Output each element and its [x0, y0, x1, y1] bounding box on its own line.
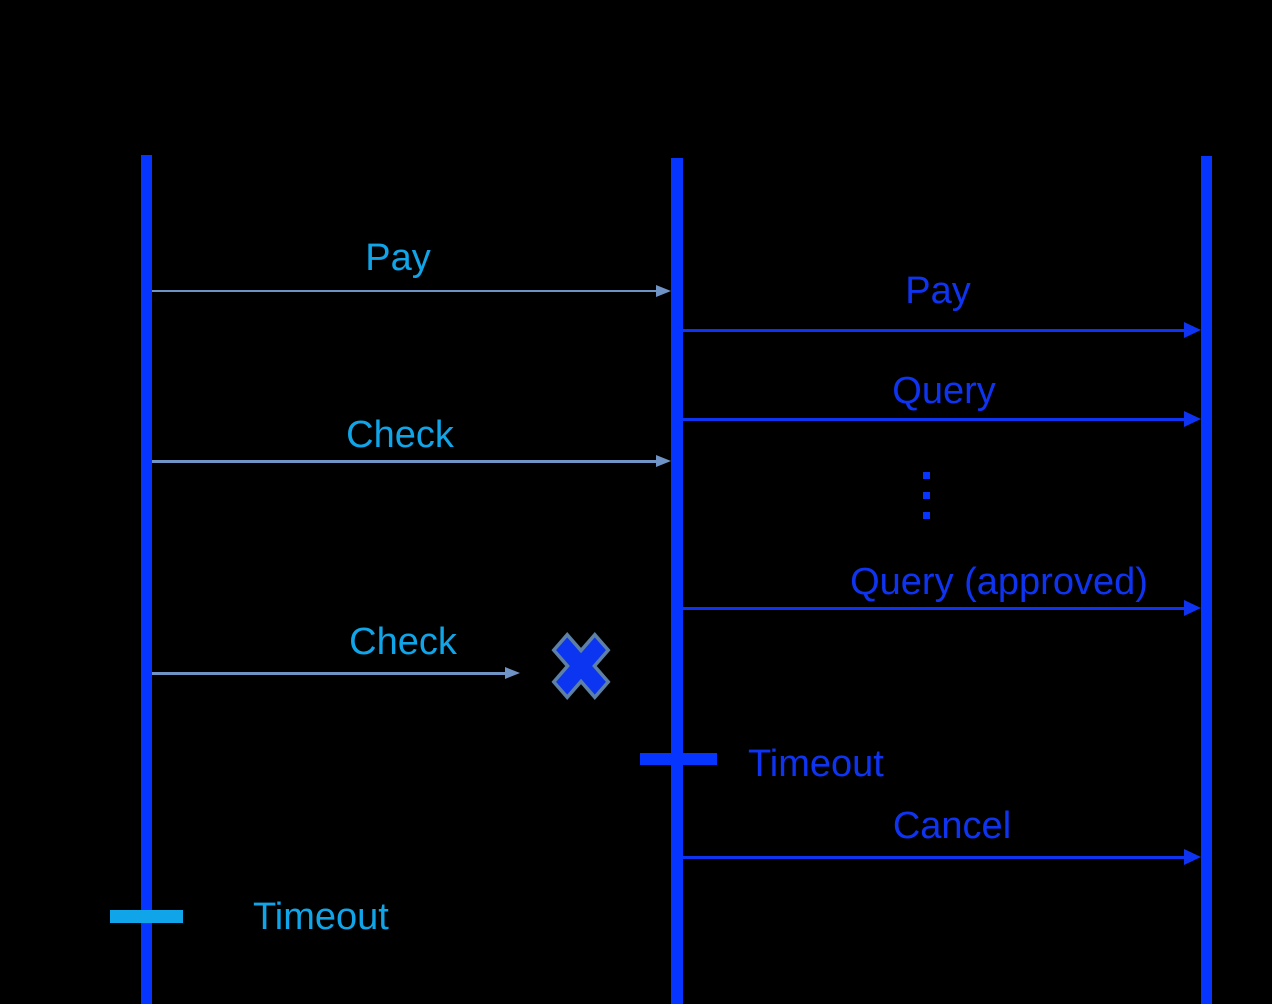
arrowhead-icon [1184, 600, 1201, 616]
ellipsis-dot [923, 512, 930, 519]
message-label-cancel: Cancel [892, 805, 1012, 847]
message-arrow-query [683, 417, 1184, 421]
message-arrow-query-approved [683, 606, 1184, 610]
lifeline-right [1201, 156, 1212, 1004]
message-label-pay-forward: Pay [905, 270, 971, 312]
message-arrow-pay-forward [683, 328, 1184, 332]
timeout-label-left: Timeout [253, 896, 389, 938]
lifeline-left [141, 155, 152, 1004]
arrowhead-icon [1184, 411, 1201, 427]
timeout-tick-middle [640, 753, 717, 765]
message-label-query-approved: Query (approved) [850, 561, 1148, 603]
message-label-check-1: Check [346, 414, 454, 456]
message-arrow-check-2 [152, 672, 505, 675]
arrowhead-icon [1184, 322, 1201, 338]
lost-message-x-icon [549, 629, 613, 703]
arrowhead-icon [656, 284, 671, 297]
lifeline-middle [671, 158, 683, 1004]
arrowhead-icon [505, 667, 520, 679]
message-arrow-check-1 [152, 460, 657, 463]
message-arrow-pay-incoming [152, 289, 657, 293]
message-label-query: Query [892, 370, 996, 412]
timeout-label-middle: Timeout [748, 743, 884, 785]
message-arrow-cancel [683, 855, 1184, 859]
timeout-tick-left [110, 910, 183, 923]
message-label-pay-incoming: Pay [365, 237, 431, 279]
ellipsis-dot [923, 472, 930, 479]
message-label-check-2: Check [349, 621, 457, 663]
arrowhead-icon [656, 455, 671, 467]
arrowhead-icon [1184, 849, 1201, 865]
ellipsis-dot [923, 492, 930, 499]
